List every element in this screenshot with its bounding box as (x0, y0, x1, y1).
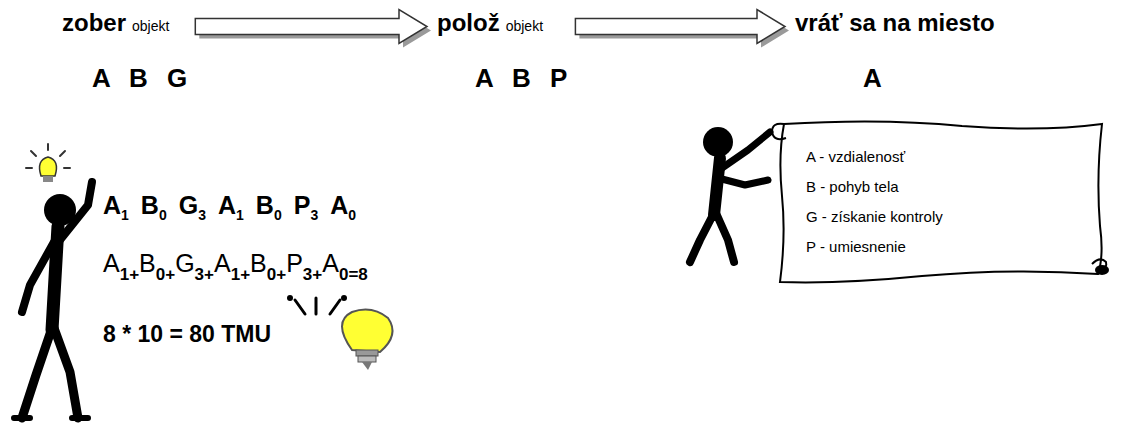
step-object: objekt (132, 18, 169, 34)
step-verb: polož (437, 9, 500, 36)
step-codes: A (863, 63, 882, 93)
step-verb: zober (62, 9, 126, 36)
process-step: polož objekt A B P (437, 6, 567, 99)
subscript-value: 1 (236, 208, 244, 223)
legend-entry: G - získanie kontroly (806, 202, 943, 232)
motion-code: B (250, 250, 267, 278)
motion-code: P (294, 192, 311, 220)
motion-code: G (175, 250, 194, 278)
large-lightbulb (342, 310, 393, 370)
motion-code: G (179, 192, 198, 220)
subscript-value: 1+ (231, 266, 250, 285)
subscript-value: 1+ (120, 266, 139, 285)
step-codes: A B P (475, 63, 567, 93)
subscript-value: 3+ (195, 266, 214, 285)
process-step: vráť sa na miestoA (795, 6, 995, 99)
legend-scroll: A - vzdialenosťB - pohyb telaG - získani… (762, 116, 1114, 292)
motion-code: A (330, 192, 348, 220)
step-verb: vráť sa na miesto (795, 9, 995, 36)
motion-code: A (103, 192, 121, 220)
scroll-outline (762, 116, 1114, 292)
legend-entry: A - vzdialenosť (806, 142, 943, 172)
motion-code: A (218, 192, 236, 220)
subscript-value: 0+ (267, 266, 286, 285)
result-formula: 8 * 10 = 80 TMU (103, 322, 271, 347)
motion-code: A (103, 250, 120, 278)
subscript-value: 3 (198, 208, 206, 223)
legend-entry: B - pohyb tela (806, 172, 943, 202)
process-step: zober objekt A B G (62, 6, 187, 99)
block-arrow (575, 10, 789, 48)
step-object: objekt (506, 18, 543, 34)
motion-code: B (139, 250, 156, 278)
motion-code: B (256, 192, 274, 220)
subscript-value: 1 (121, 208, 129, 223)
motion-code: B (141, 192, 159, 220)
legend-entry: P - umiesnenie (806, 232, 943, 262)
subscript-value: 0+ (156, 266, 175, 285)
idea-rays (287, 295, 347, 314)
block-arrow (195, 10, 431, 48)
small-lightbulb (26, 144, 70, 182)
subscript-value: 0 (159, 208, 167, 223)
scroll-holder-figure (690, 127, 770, 262)
step-codes: A B G (92, 63, 187, 93)
motion-code: A (322, 250, 339, 278)
subscript-value: 0 (348, 208, 356, 223)
subscript-value: 3 (310, 208, 318, 223)
subscript-value: 0 (274, 208, 282, 223)
motion-code: A (214, 250, 231, 278)
subscript-value: 3+ (303, 266, 322, 285)
thinking-figure (14, 182, 92, 418)
motion-code: P (286, 250, 303, 278)
subscript-value: 0=8 (339, 266, 368, 285)
